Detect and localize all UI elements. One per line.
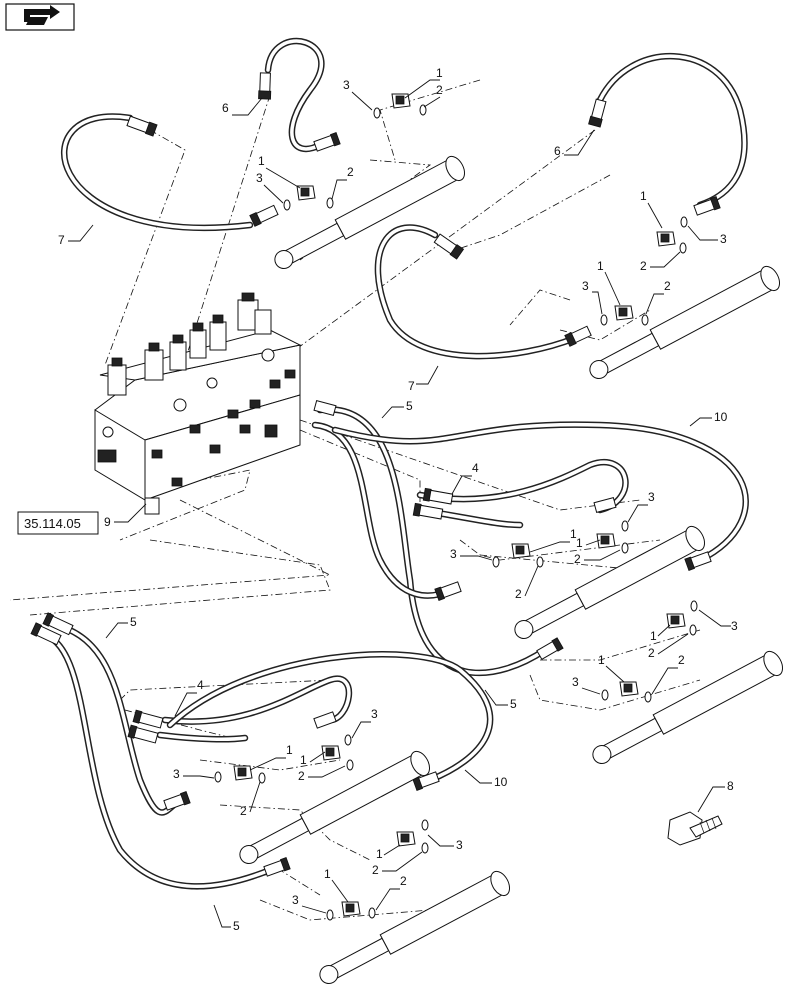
- o-rings: [214, 104, 698, 921]
- callout-3: 3: [731, 619, 738, 633]
- callout-3: 3: [173, 767, 180, 781]
- cylinder-mid-right-1: [514, 525, 706, 640]
- reference-label: 35.114.05: [24, 516, 81, 531]
- callout-1: 1: [597, 259, 604, 273]
- hose-fittings: [30, 72, 721, 877]
- hose-6-upper: [264, 37, 325, 153]
- callout-1: 1: [286, 743, 293, 757]
- callout-3: 3: [456, 838, 463, 852]
- callout-10: 10: [494, 775, 508, 789]
- cylinder-bottom-left-1: [239, 750, 431, 865]
- elbow-fittings: [233, 93, 686, 917]
- callout-1: 1: [258, 154, 265, 168]
- hose-5-right: [311, 406, 549, 677]
- callout-1: 1: [376, 847, 383, 861]
- callout-2: 2: [678, 653, 685, 667]
- callout-3: 3: [572, 675, 579, 689]
- callout-1: 1: [576, 536, 583, 550]
- hose-5-left: [41, 621, 274, 890]
- hose-10-left: [166, 651, 494, 784]
- valve-solenoids: [107, 292, 272, 396]
- callout-3: 3: [371, 707, 378, 721]
- cylinder-top-right: [589, 265, 781, 380]
- callout-1: 1: [436, 66, 443, 80]
- callout-5: 5: [130, 615, 137, 629]
- callout-2: 2: [372, 863, 379, 877]
- nav-button[interactable]: [5, 3, 75, 31]
- callout-3: 3: [648, 490, 655, 504]
- callout-4: 4: [472, 461, 479, 475]
- callout-1: 1: [640, 189, 647, 203]
- cylinder-mid-right-2: [592, 650, 784, 765]
- hose-7-right: [374, 224, 579, 360]
- callout-2: 2: [240, 804, 247, 818]
- callout-7: 7: [408, 379, 415, 393]
- callout-2: 2: [648, 646, 655, 660]
- callout-3: 3: [450, 547, 457, 561]
- callout-3: 3: [343, 78, 350, 92]
- bolt: [667, 811, 723, 846]
- valve-ports: [151, 369, 296, 487]
- callout-2: 2: [574, 552, 581, 566]
- callout-2: 2: [436, 83, 443, 97]
- callout-3: 3: [720, 232, 727, 246]
- reference-link[interactable]: 35.114.05: [17, 511, 99, 535]
- callout-3: 3: [582, 279, 589, 293]
- callout-1: 1: [570, 527, 577, 541]
- callout-5: 5: [510, 697, 517, 711]
- callout-1: 1: [598, 653, 605, 667]
- forward-arrow-icon: [24, 5, 60, 25]
- callout-3: 3: [292, 893, 299, 907]
- callout-6: 6: [554, 144, 561, 158]
- callouts: 3 1 2 6 1 3 2 6 7 1 3 2 1 3 2 7 5 10: [58, 66, 738, 933]
- callout-1: 1: [324, 867, 331, 881]
- cylinder-bottom-left-2: [319, 870, 511, 985]
- hose-10-right: [331, 421, 749, 564]
- callout-2: 2: [347, 165, 354, 179]
- callout-2: 2: [515, 587, 522, 601]
- callout-7: 7: [58, 233, 65, 247]
- callout-2: 2: [664, 279, 671, 293]
- callout-1: 1: [300, 753, 307, 767]
- hose-7-upper: [61, 113, 254, 231]
- callout-3: 3: [256, 171, 263, 185]
- cylinder-top-left: [274, 155, 466, 270]
- callout-10: 10: [714, 410, 728, 424]
- hose-6-right: [596, 53, 748, 209]
- callout-9: 9: [104, 515, 111, 529]
- callout-2: 2: [640, 259, 647, 273]
- callout-6: 6: [222, 101, 229, 115]
- callout-2: 2: [400, 874, 407, 888]
- callout-8: 8: [727, 779, 734, 793]
- callout-1: 1: [650, 629, 657, 643]
- callout-5: 5: [233, 919, 240, 933]
- callout-4: 4: [197, 678, 204, 692]
- hose-4-left: [156, 675, 353, 743]
- callout-2: 2: [298, 769, 305, 783]
- callout-5: 5: [406, 399, 413, 413]
- control-valve-block: [94, 292, 302, 515]
